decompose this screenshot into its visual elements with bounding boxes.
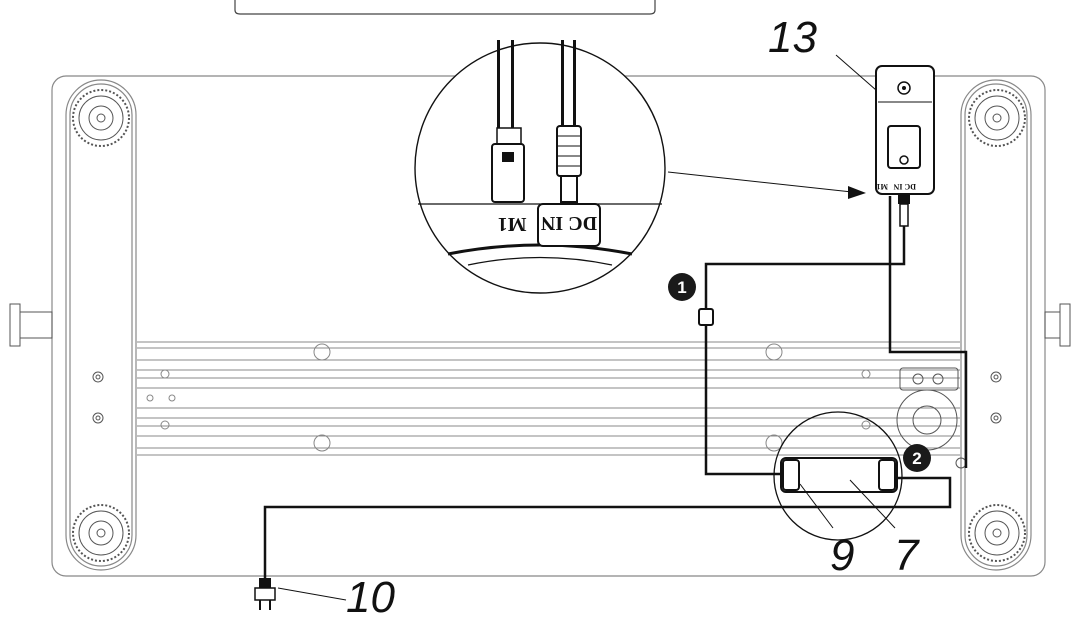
cross-beam (137, 341, 960, 456)
step-badge-1 (668, 273, 696, 301)
leader-lines (277, 54, 896, 601)
caster-wheel-bottom-right (968, 504, 1026, 562)
callout-10: 10 (346, 573, 395, 618)
cable-clip-1 (698, 308, 714, 326)
caster-wheel-top-right (968, 89, 1026, 147)
callout-9: 9 (830, 531, 854, 580)
right-leg (960, 79, 1032, 571)
callout-13: 13 (768, 13, 817, 62)
power-plug-icon (254, 578, 276, 610)
caster-wheel-bottom-left (72, 504, 130, 562)
port-label-dc-in: DC IN (540, 212, 597, 234)
left-side-knob (9, 303, 53, 347)
power-unit-port-dc-in: DC IN (893, 182, 916, 191)
inset-arrow (667, 171, 866, 199)
step-badge-1-label: 1 (677, 278, 686, 297)
cables (263, 196, 968, 578)
step-badge-2-label: 2 (912, 449, 921, 468)
tabletop-edge (234, 0, 656, 15)
power-unit-port-m1: M1 (876, 182, 888, 191)
caster-wheel-top-left (72, 89, 130, 147)
controller-box (780, 457, 898, 493)
step-badge-2 (903, 444, 931, 472)
power-unit (875, 65, 935, 227)
leg-screws (92, 371, 1002, 424)
controller-magnifier (773, 411, 903, 541)
inset-magnifier (414, 40, 666, 294)
right-side-knob (1044, 303, 1071, 347)
callout-7: 7 (894, 531, 920, 580)
port-label-m1: M1 (498, 213, 527, 235)
left-leg (65, 79, 137, 571)
